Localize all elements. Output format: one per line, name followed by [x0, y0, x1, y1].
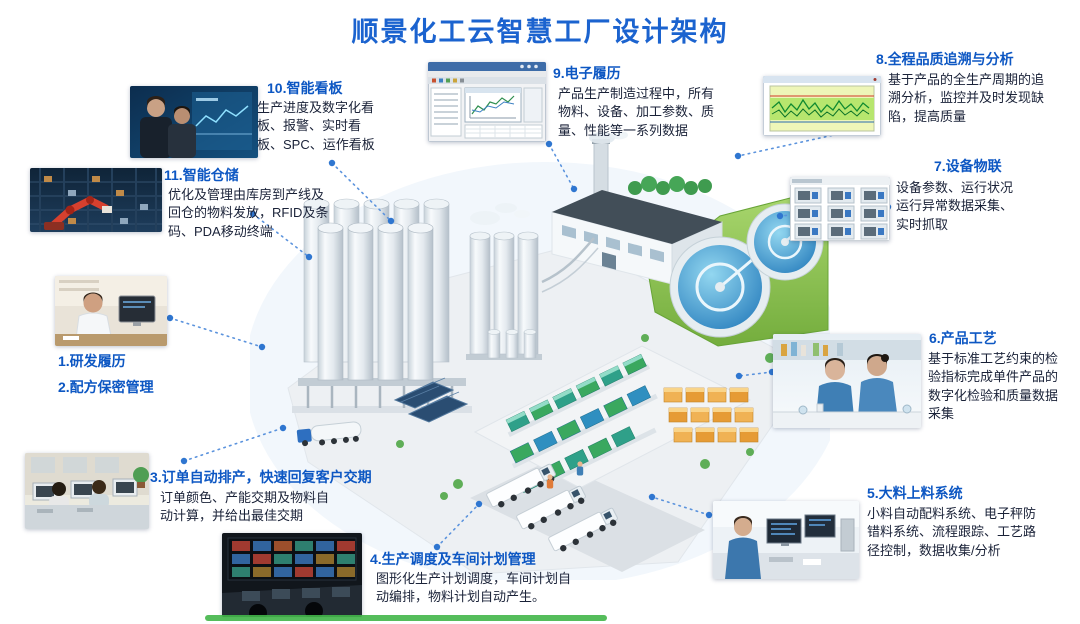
callout-desc-11: 优化及管理由库房到产线及回仓的物料发放，RFID及条码、PDA移动终端: [168, 187, 329, 239]
callout-label-4: 4.生产调度及车间计划管理: [370, 551, 536, 567]
callout-label-5: 5.大料上料系统: [867, 485, 963, 501]
factory-illustration: [245, 130, 845, 586]
photo-control-room: [222, 533, 362, 617]
callout-desc-9: 产品生产制造过程中，所有物料、设备、加工参数、质量、性能等一系列数据: [558, 86, 715, 138]
photo-lab-technicians: [773, 334, 921, 428]
callout-label-9: 9.电子履历: [553, 65, 621, 81]
callout-desc-7: 设备参数、运行状况运行异常数据采集、实时抓取: [896, 180, 1014, 232]
photo-feeding-workstation: [713, 501, 859, 579]
callout-label-10: 10.智能看板: [267, 80, 343, 96]
callout-desc-6: 基于标准工艺约束的检验指标完成单件产品的数字化检验和质量数据采集: [928, 351, 1059, 422]
callout-desc-10: 生产进度及数字化看板、报警、实时看板、SPC、运作看板: [257, 100, 375, 152]
page-title: 顺景化工云智慧工厂设计架构: [351, 17, 729, 47]
photo-order-office: [25, 453, 149, 529]
callout-label-2: 2.配方保密管理: [58, 379, 154, 395]
callout-desc-3: 订单颜色、产能交期及物料自动计算，并给出最佳交期: [160, 490, 330, 524]
photo-smart-warehouse-robot: [30, 168, 162, 232]
bottom-accent-bar: [205, 615, 607, 621]
photo-rnd-engineer: [55, 276, 167, 346]
callout-label-7: 7.设备物联: [934, 158, 1002, 174]
screenshot-electronic-record-app: [428, 62, 546, 142]
callout-label-6: 6.产品工艺: [929, 330, 997, 346]
callout-desc-5: 小料自动配料系统、电子秤防错料系统、流程跟踪、工艺路径控制，数据收集/分析: [867, 506, 1037, 558]
callout-label-8: 8.全程品质追溯与分析: [876, 51, 1014, 67]
callout-desc-8: 基于产品的全生产周期的追溯分析，监控并及时发现缺陷，提高质量: [888, 72, 1045, 124]
callout-label-1: 1.研发履历: [58, 353, 126, 369]
photo-smart-kanban-meeting: [130, 86, 258, 158]
screenshot-equipment-grid: [790, 177, 890, 241]
screenshot-spc-trace-chart: [763, 76, 881, 136]
callout-desc-4: 图形化生产计划调度，车间计划自动编排，物料计划自动产生。: [376, 571, 572, 605]
callout-label-3: 3.订单自动排产，快速回复客户交期: [150, 469, 372, 485]
callout-label-11: 11.智能仓储: [164, 167, 239, 183]
